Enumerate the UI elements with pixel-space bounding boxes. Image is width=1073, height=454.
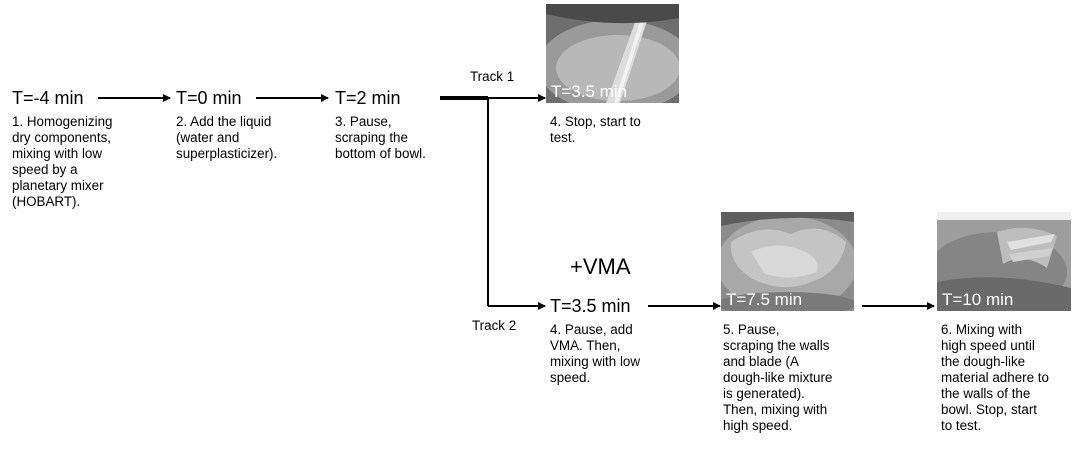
step2-description: 2. Add the liquid (water and superplasti… xyxy=(176,114,277,162)
track2-step5-description: 5. Pause, scraping the walls and blade (… xyxy=(723,322,832,434)
vma-label: +VMA xyxy=(570,255,631,279)
step1-description: 1. Homogenizing dry components, mixing w… xyxy=(12,114,113,210)
step5-photo: T=7.5 min xyxy=(721,212,854,311)
step6-photo: T=10 min xyxy=(937,212,1071,311)
track1-label: Track 1 xyxy=(470,69,514,85)
step3-description: 3. Pause, scraping the bottom of bowl. xyxy=(335,114,426,162)
track2-step4-time: T=3.5 min xyxy=(550,296,631,316)
step3-time: T=2 min xyxy=(335,88,401,108)
track1-description: 4. Stop, start to test. xyxy=(550,114,641,146)
track2-step4-description: 4. Pause, add VMA. Then, mixing with low… xyxy=(550,322,640,386)
track2-step5-time: T=7.5 min xyxy=(726,290,802,309)
step1-time: T=-4 min xyxy=(12,88,84,108)
step2-time: T=0 min xyxy=(176,88,242,108)
track2-label: Track 2 xyxy=(472,318,516,334)
track1-time: T=3.5 min xyxy=(551,82,627,101)
track2-step6-description: 6. Mixing with high speed until the doug… xyxy=(941,322,1049,434)
track1-photo: T=3.5 min xyxy=(546,4,679,103)
track2-step6-time: T=10 min xyxy=(942,290,1013,309)
